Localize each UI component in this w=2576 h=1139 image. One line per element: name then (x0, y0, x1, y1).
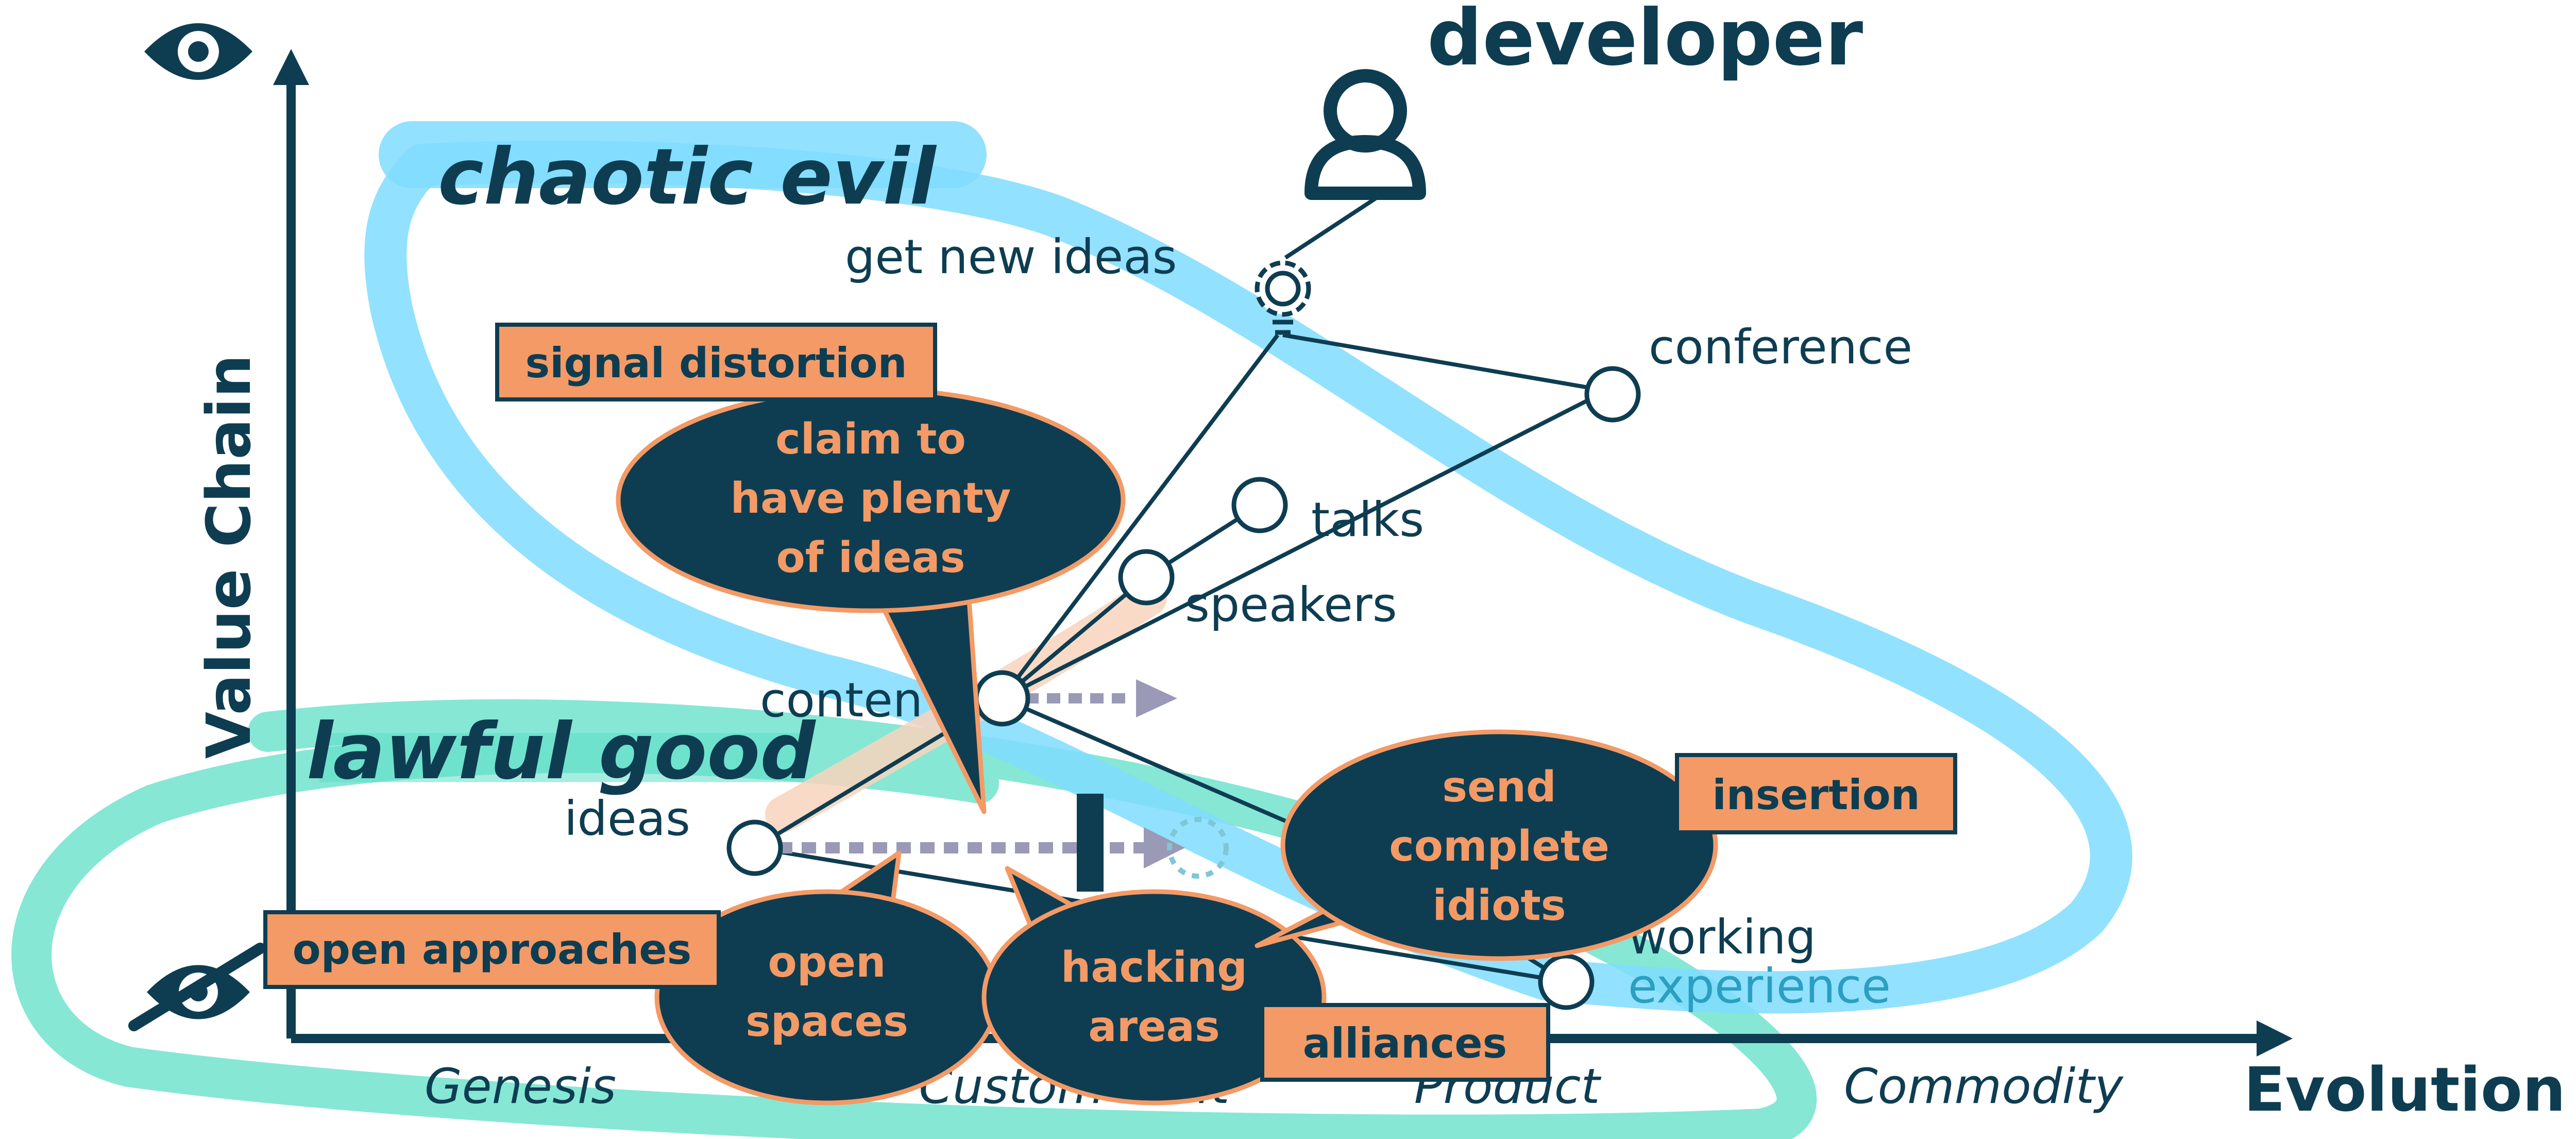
y-axis-label: Value Chain (193, 355, 264, 759)
zone-lawful-good: lawful good (307, 707, 816, 797)
bubble-idiots-line3: idiots (1432, 881, 1566, 930)
bubble-hacking-line1: hacking (1061, 943, 1247, 992)
bubble-claim-line2: have plenty (731, 474, 1011, 523)
tag-insertion-text: insertion (1712, 771, 1920, 819)
evolution-arrow-content (1025, 679, 1177, 717)
label-conference: conference (1649, 320, 1912, 375)
ideas-future-position (1167, 817, 1229, 879)
x-axis-label: Evolution (2244, 1054, 2566, 1125)
user-label: developer (1427, 0, 1863, 83)
node-speakers (1118, 549, 1175, 606)
node-content (974, 670, 1030, 727)
tag-signal-distortion: signal distortion (495, 323, 937, 401)
person-icon (1304, 69, 1426, 200)
tag-signal-distortion-text: signal distortion (525, 339, 907, 387)
label-get-new-ideas: get new ideas (845, 229, 1177, 284)
bubble-claim-line3: of ideas (776, 533, 965, 582)
bubble-hacking-areas: hacking areas (981, 866, 1327, 1105)
label-speakers: speakers (1185, 577, 1397, 632)
bubble-send-idiots: send complete idiots (1255, 729, 1718, 961)
bubble-open-line1: open (768, 938, 886, 987)
bubble-claim-line1: claim to (775, 415, 966, 464)
zone-chaotic-evil: chaotic evil (438, 132, 937, 222)
bubble-idiots-line2: complete (1389, 822, 1609, 871)
bubble-hacking-line2: areas (1088, 1002, 1220, 1051)
tag-insertion: insertion (1675, 753, 1957, 834)
node-working-experience (1538, 953, 1595, 1010)
lightbulb-gear-icon (1255, 260, 1311, 335)
inertia-bar (1077, 794, 1104, 892)
stage-genesis: Genesis (425, 1059, 616, 1115)
label-talks: talks (1311, 492, 1424, 547)
eye-crossed-icon (128, 943, 266, 1031)
bubble-idiots-line1: send (1442, 763, 1556, 812)
tag-alliances: alliances (1260, 1003, 1550, 1082)
label-content: conten (760, 673, 923, 728)
teal-highlight-loop (11, 699, 1817, 1139)
label-ideas: ideas (564, 791, 690, 846)
node-ideas (726, 819, 783, 876)
stage-commodity: Commodity (1844, 1059, 2124, 1115)
bubble-open-line2: spaces (745, 997, 908, 1046)
node-conference (1584, 366, 1641, 423)
bubble-claim-ideas: claim to have plenty of ideas (616, 387, 1126, 814)
node-talks (1231, 477, 1288, 533)
label-experience: experience (1628, 959, 1891, 1014)
tag-alliances-text: alliances (1303, 1019, 1507, 1067)
tag-open-approaches: open approaches (263, 910, 721, 989)
tag-open-approaches-text: open approaches (293, 926, 691, 974)
sky-highlight-loop (364, 121, 2132, 1014)
eye-icon (144, 23, 252, 80)
y-axis (273, 49, 309, 1038)
bubble-open-spaces: open spaces (654, 850, 999, 1105)
